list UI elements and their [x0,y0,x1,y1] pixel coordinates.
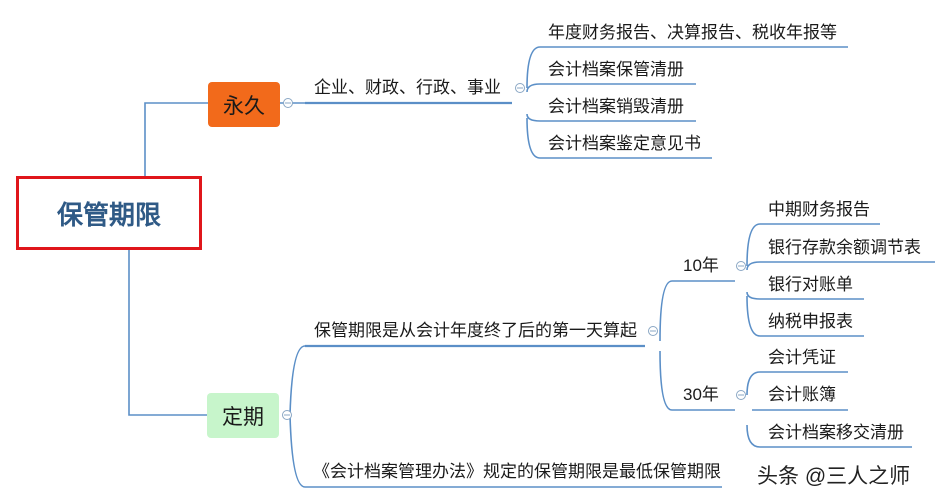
watermark: 头条 @三人之师 [757,465,911,488]
connector-root-fixed [128,250,207,416]
fixed-node-label: 定期 [222,405,264,429]
permanent-item-3: 会计档案销毁清册 [548,97,684,116]
ten-years-label: 10年 [683,256,719,275]
ten-years-item-3: 银行对账单 [768,275,853,294]
ten-years-item-2: 银行存款余额调节表 [768,238,921,257]
permanent-branch-label: 企业、财政、行政、事业 [314,78,501,97]
thirty-years-item-3: 会计档案移交清册 [768,423,904,442]
permanent-node-label: 永久 [223,94,265,118]
fixed-branch-label: 保管期限是从会计年度终了后的第一天算起 [314,321,637,340]
connector-root-permanent [144,102,208,176]
permanent-item-1: 年度财务报告、决算报告、税收年报等 [548,23,837,42]
permanent-item-2: 会计档案保管清册 [548,60,684,79]
permanent-node: 永久 [208,82,280,127]
ten-years-item-1: 中期财务报告 [768,200,870,219]
ten-years-item-4: 纳税申报表 [768,312,853,331]
thirty-years-item-2: 会计账簿 [768,385,836,404]
fixed-note: 《会计档案管理办法》规定的保管期限是最低保管期限 [313,462,721,481]
root-node: 保管期限 [16,176,202,250]
thirty-years-item-1: 会计凭证 [768,348,836,367]
fixed-node: 定期 [207,393,279,438]
permanent-item-4: 会计档案鉴定意见书 [548,134,701,153]
root-node-label: 保管期限 [56,200,161,231]
thirty-years-label: 30年 [683,385,719,404]
